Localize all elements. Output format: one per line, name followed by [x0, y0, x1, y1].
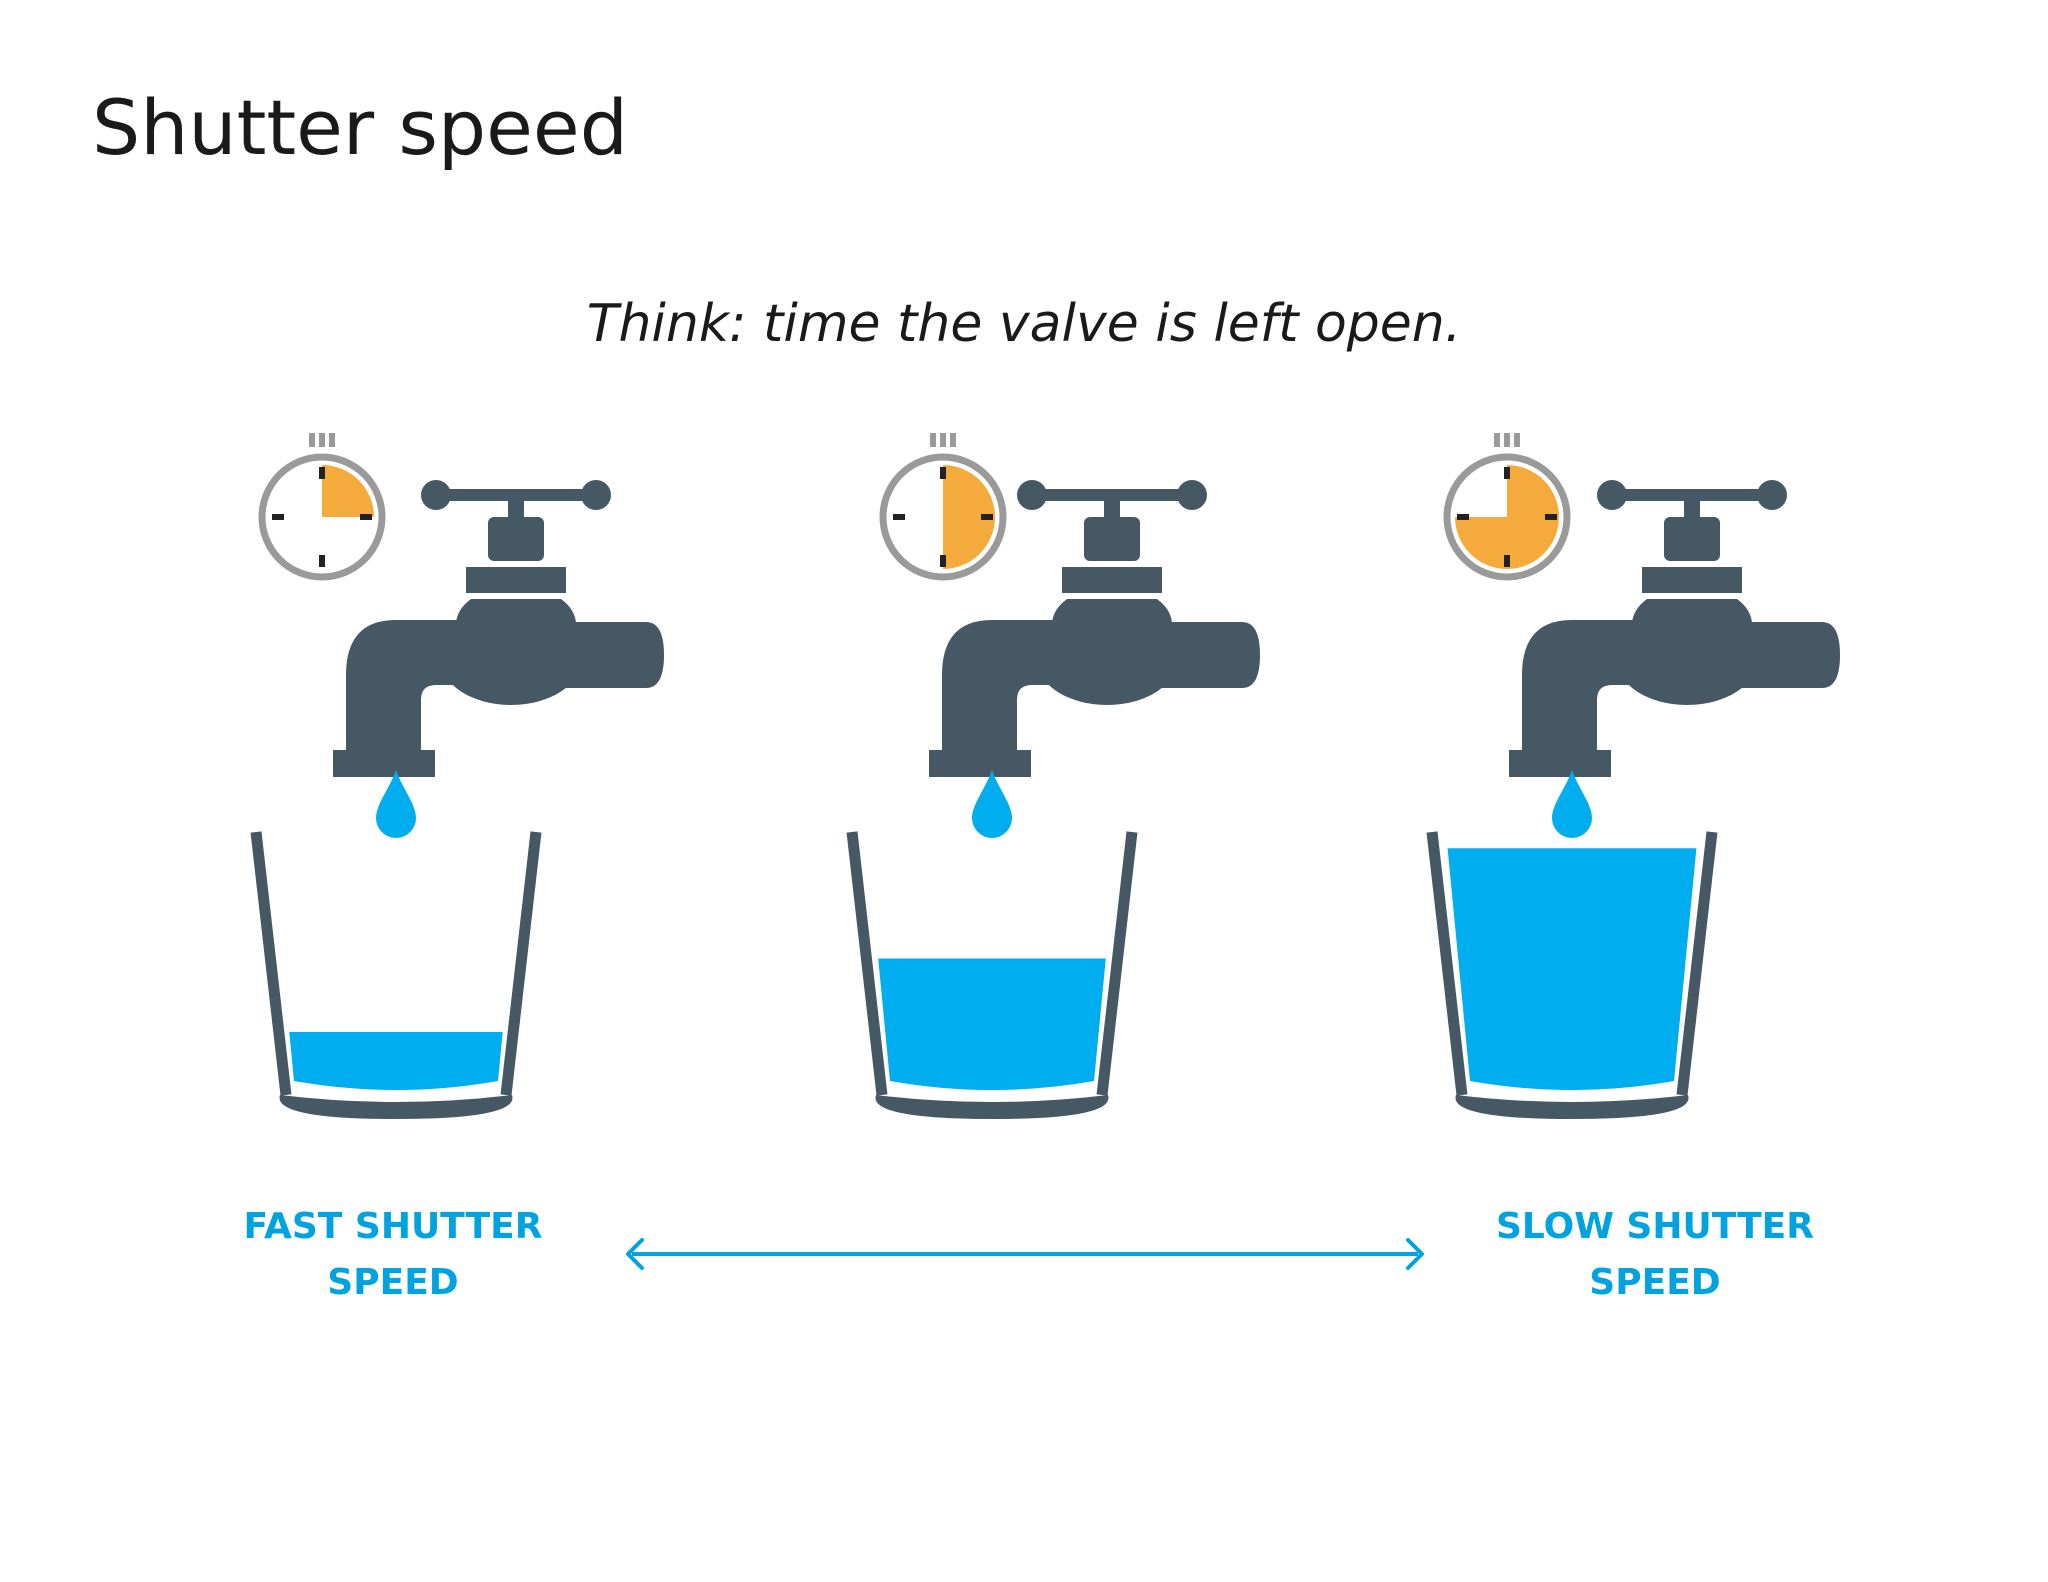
- glass-base: [1455, 1095, 1689, 1119]
- water-fill: [878, 958, 1106, 1090]
- glass-base: [279, 1095, 513, 1119]
- stopwatch-crown: [1514, 433, 1520, 447]
- fast-shutter-label: FAST SHUTTER SPEED: [244, 1206, 543, 1303]
- subtitle: Think: time the valve is left open.: [586, 294, 1462, 354]
- panel-slow: [1426, 433, 1840, 1119]
- glass-left-wall: [250, 831, 292, 1096]
- glass-left-wall: [1426, 831, 1468, 1096]
- water-drop-icon: [1552, 770, 1592, 838]
- slow-shutter-label: SLOW SHUTTER SPEED: [1496, 1206, 1814, 1303]
- stopwatch-elapsed-wedge: [322, 465, 374, 517]
- glass-icon: [846, 831, 1138, 1119]
- stopwatch-crown: [950, 433, 956, 447]
- stopwatch-elapsed-wedge: [1455, 465, 1559, 569]
- slow-label-line-2: SPEED: [1589, 1262, 1720, 1303]
- stopwatch-crown: [319, 433, 325, 447]
- stopwatch-icon: [1443, 433, 1571, 581]
- glass-right-wall: [1096, 831, 1138, 1096]
- stopwatch-crown: [930, 433, 936, 447]
- water-drop-icon: [972, 770, 1012, 838]
- glass-right-wall: [1676, 831, 1718, 1096]
- water-drop-icon: [376, 770, 416, 838]
- stopwatch-elapsed-wedge: [943, 465, 995, 569]
- double-arrow: [626, 1238, 1424, 1270]
- glass-icon: [250, 831, 542, 1119]
- stopwatch-crown: [309, 433, 315, 447]
- glass-right-wall: [500, 831, 542, 1096]
- stopwatch-crown: [329, 433, 335, 447]
- glass-icon: [1426, 831, 1718, 1119]
- panel-medium: [846, 433, 1260, 1119]
- stopwatch-crown: [940, 433, 946, 447]
- stopwatch-icon: [879, 433, 1007, 581]
- water-fill: [1447, 848, 1697, 1090]
- water-fill: [289, 1032, 503, 1090]
- slow-label-line-1: SLOW SHUTTER: [1496, 1206, 1814, 1247]
- glass-base: [875, 1095, 1109, 1119]
- fast-label-line-2: SPEED: [327, 1262, 458, 1303]
- stopwatch-crown: [1494, 433, 1500, 447]
- glass-left-wall: [846, 831, 888, 1096]
- panel-fast: [250, 433, 664, 1119]
- stopwatch-icon: [258, 433, 386, 581]
- stopwatch-crown: [1504, 433, 1510, 447]
- page-title: Shutter speed: [92, 83, 628, 172]
- fast-label-line-1: FAST SHUTTER: [244, 1206, 543, 1247]
